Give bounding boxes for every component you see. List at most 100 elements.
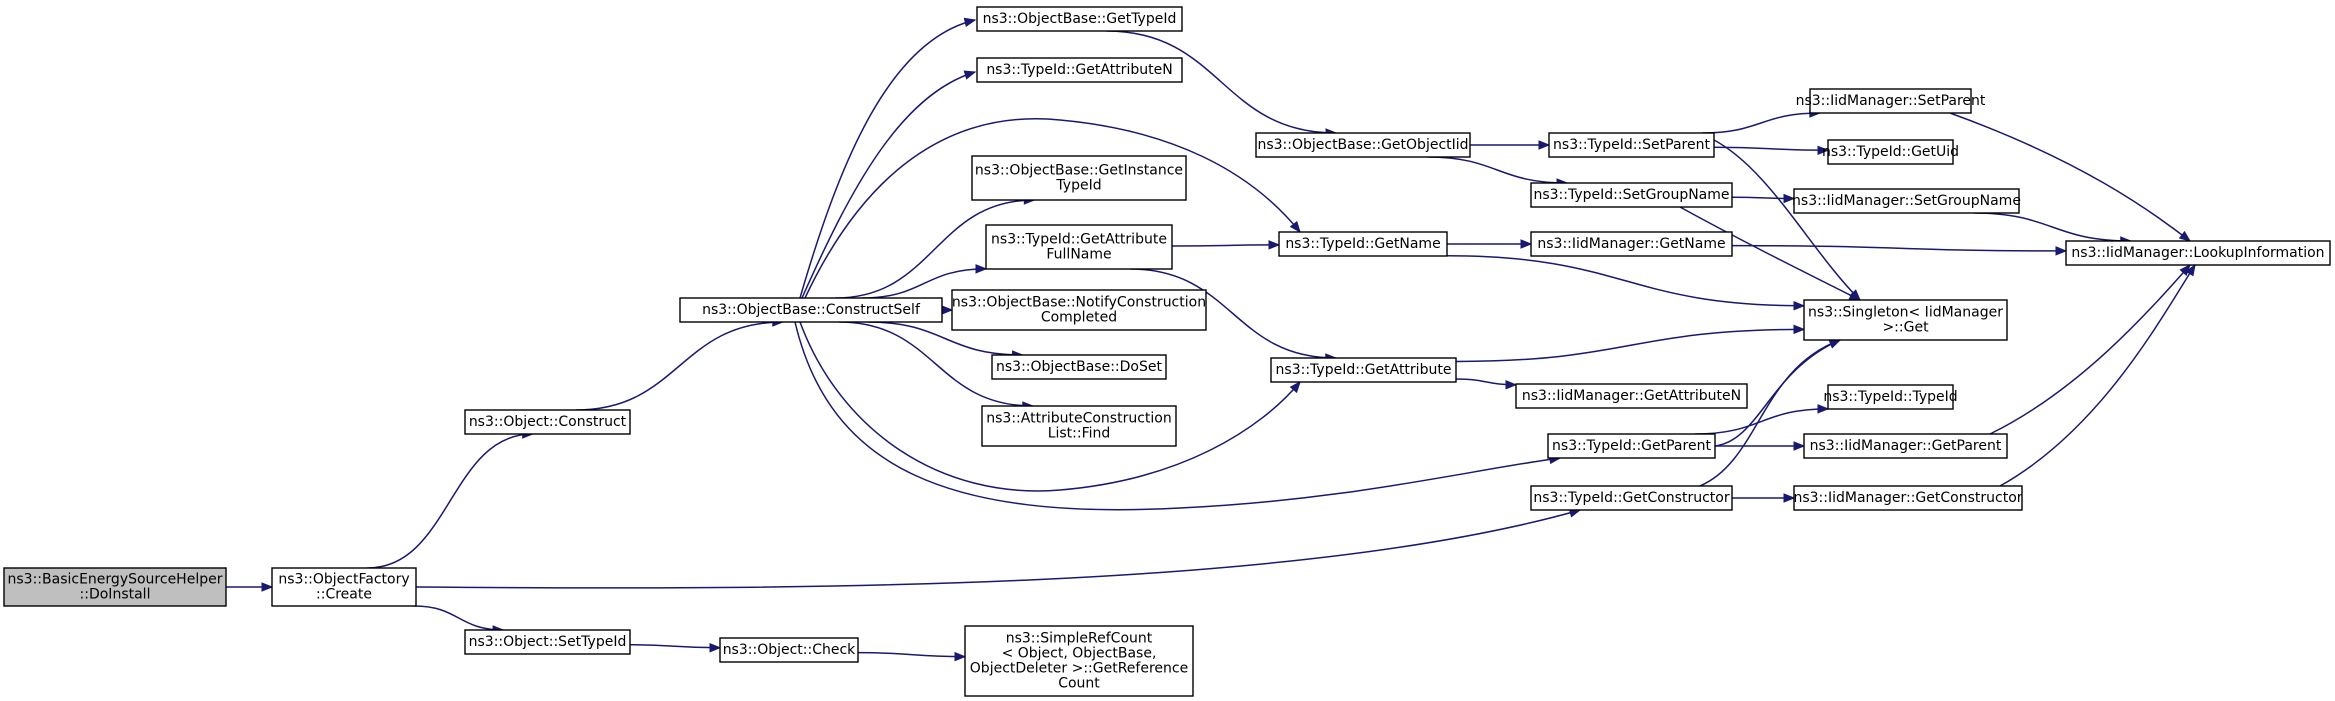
node-iidsetgroupname[interactable]: ns3::IidManager::SetGroupName: [1792, 188, 2021, 214]
node-label-line: ns3::BasicEnergySourceHelper: [8, 572, 223, 588]
node-getname[interactable]: ns3::TypeId::GetName: [1278, 231, 1448, 257]
edge-check-to-getreferencecount: [857, 651, 967, 662]
node-getattributen[interactable]: ns3::TypeId::GetAttributeN: [976, 57, 1183, 83]
edge-line: [1446, 255, 1805, 307]
edge-settypeid-to-check: [629, 642, 722, 653]
edge-line: [367, 433, 533, 569]
edge-getattribute-to-singletonget: [1455, 324, 1806, 363]
node-box: [1547, 433, 1716, 459]
node-getuid[interactable]: ns3::TypeId::GetUid: [1822, 139, 1959, 165]
node-box: [1793, 485, 2023, 511]
edge-iidgetname-to-lookupinfo: [1731, 244, 2068, 256]
edge-line: [1455, 328, 1805, 363]
edge-arrowhead: [1268, 240, 1281, 250]
edge-constructself-to-notifyconstruction: [941, 305, 954, 315]
node-create[interactable]: ns3::ObjectFactory::Create: [271, 567, 417, 607]
node-box: [951, 289, 1207, 331]
node-box: [1809, 88, 1972, 114]
node-box: [1530, 485, 1733, 511]
node-check[interactable]: ns3::Object::Check: [719, 637, 859, 663]
node-doinstall: ns3::BasicEnergySourceHelper::DoInstall: [3, 567, 227, 607]
edge-line: [801, 71, 976, 299]
node-setgroupname[interactable]: ns3::TypeId::SetGroupName: [1530, 182, 1733, 208]
node-box: [271, 567, 417, 607]
edge-line: [1973, 212, 2131, 242]
node-lookupinfo[interactable]: ns3::IidManager::LookupInformation: [2065, 240, 2331, 266]
edge-arrowhead: [2185, 263, 2196, 277]
node-box: [1515, 383, 1748, 409]
node-box: [985, 224, 1173, 270]
edge-line: [414, 605, 504, 631]
node-constructself[interactable]: ns3::ObjectBase::ConstructSelf: [679, 297, 943, 323]
node-iidsetparent[interactable]: ns3::IidManager::SetParent: [1796, 88, 1986, 114]
edge-getconstructor-to-iidgetconstructor: [1732, 493, 1796, 503]
edge-doinstall-to-create: [226, 582, 274, 592]
edge-setparent-to-iidsetparent: [1702, 108, 1822, 134]
node-label-line: ns3::ObjectBase::DoSet: [996, 359, 1162, 375]
node-box: [1827, 384, 1954, 410]
node-construct[interactable]: ns3::Object::Construct: [464, 409, 631, 435]
node-label-line: ns3::Object::SetTypeId: [469, 634, 627, 650]
node-iidgetparent[interactable]: ns3::IidManager::GetParent: [1803, 433, 2008, 459]
node-box: [1803, 299, 2008, 341]
node-settypeid[interactable]: ns3::Object::SetTypeId: [464, 629, 631, 655]
edge-getattribute-to-iidgetattributen: [1455, 378, 1518, 390]
node-label-line: List::Find: [1048, 426, 1111, 442]
node-label-line: ns3::ObjectBase::GetTypeId: [983, 11, 1177, 27]
node-notifyconstruction[interactable]: ns3::ObjectBase::NotifyConstructionCompl…: [951, 289, 1207, 331]
node-iidgetconstructor[interactable]: ns3::IidManager::GetConstructor: [1793, 485, 2023, 511]
node-label-line: ns3::ObjectBase::GetInstance: [975, 163, 1183, 179]
node-label-line: ns3::TypeId::GetAttribute: [1276, 362, 1452, 378]
edge-getname-to-iidgetname: [1447, 239, 1533, 249]
node-getattribute[interactable]: ns3::TypeId::GetAttribute: [1270, 357, 1457, 383]
edge-getparent-to-iidgetparent: [1714, 441, 1806, 451]
edge-line: [1949, 112, 2191, 242]
node-label-line: Completed: [1041, 310, 1117, 326]
edge-line: [1713, 146, 1829, 152]
edge-constructself-to-getname: [804, 118, 1301, 299]
node-label-line: ns3::ObjectBase::GetObjectIid: [1257, 137, 1468, 153]
edge-construct-to-constructself: [575, 317, 785, 411]
edge-arrowhead: [1828, 339, 1842, 349]
node-box: [1530, 182, 1733, 208]
node-box: [1827, 139, 1954, 165]
node-gettypeid[interactable]: ns3::ObjectBase::GetTypeId: [976, 6, 1183, 32]
edge-line: [1702, 112, 1820, 134]
edge-line: [1989, 264, 2191, 435]
node-label-line: ns3::TypeId::GetAttribute: [991, 232, 1167, 248]
node-label-line: ns3::Singleton< IidManager: [1808, 305, 2003, 321]
edge-arrowhead: [1793, 301, 1806, 311]
edge-line: [867, 321, 1023, 356]
node-label-line: ns3::TypeId::SetParent: [1553, 137, 1710, 153]
edge-line: [1694, 408, 1829, 435]
node-iidgetattributen[interactable]: ns3::IidManager::GetAttributeN: [1515, 383, 1748, 409]
node-typeidtypeid[interactable]: ns3::TypeId::TypeId: [1823, 384, 1958, 410]
node-singletonget[interactable]: ns3::Singleton< IidManager>::Get: [1803, 299, 2008, 341]
node-box: [719, 637, 859, 663]
node-getreferencecount[interactable]: ns3::SimpleRefCount< Object, ObjectBase,…: [964, 625, 1194, 697]
node-box: [1278, 231, 1448, 257]
node-iidgetname[interactable]: ns3::IidManager::GetName: [1530, 231, 1733, 257]
node-label-line: >::Get: [1882, 320, 1929, 336]
node-label-line: ns3::ObjectFactory: [278, 572, 409, 588]
edge-line: [629, 643, 721, 649]
node-getconstructor[interactable]: ns3::TypeId::GetConstructor: [1530, 485, 1733, 511]
node-label-line: ns3::TypeId::GetName: [1285, 236, 1440, 252]
edge-line: [1999, 264, 2196, 487]
node-setparent[interactable]: ns3::TypeId::SetParent: [1548, 132, 1715, 158]
node-label-line: ns3::TypeId::SetGroupName: [1533, 187, 1729, 203]
node-box: [1530, 231, 1733, 257]
edge-arrowhead: [1817, 404, 1830, 414]
node-doset[interactable]: ns3::ObjectBase::DoSet: [991, 354, 1167, 380]
node-getobjectiid[interactable]: ns3::ObjectBase::GetObjectIid: [1255, 132, 1471, 158]
edge-getname-to-singletonget: [1446, 255, 1806, 311]
edge-arrowhead: [1289, 380, 1301, 394]
node-label-line: ns3::ObjectBase::ConstructSelf: [702, 302, 921, 318]
node-getparent[interactable]: ns3::TypeId::GetParent: [1547, 433, 1716, 459]
edge-constructself-to-getparent: [794, 321, 1562, 511]
edge-arrowhead: [2178, 230, 2192, 242]
